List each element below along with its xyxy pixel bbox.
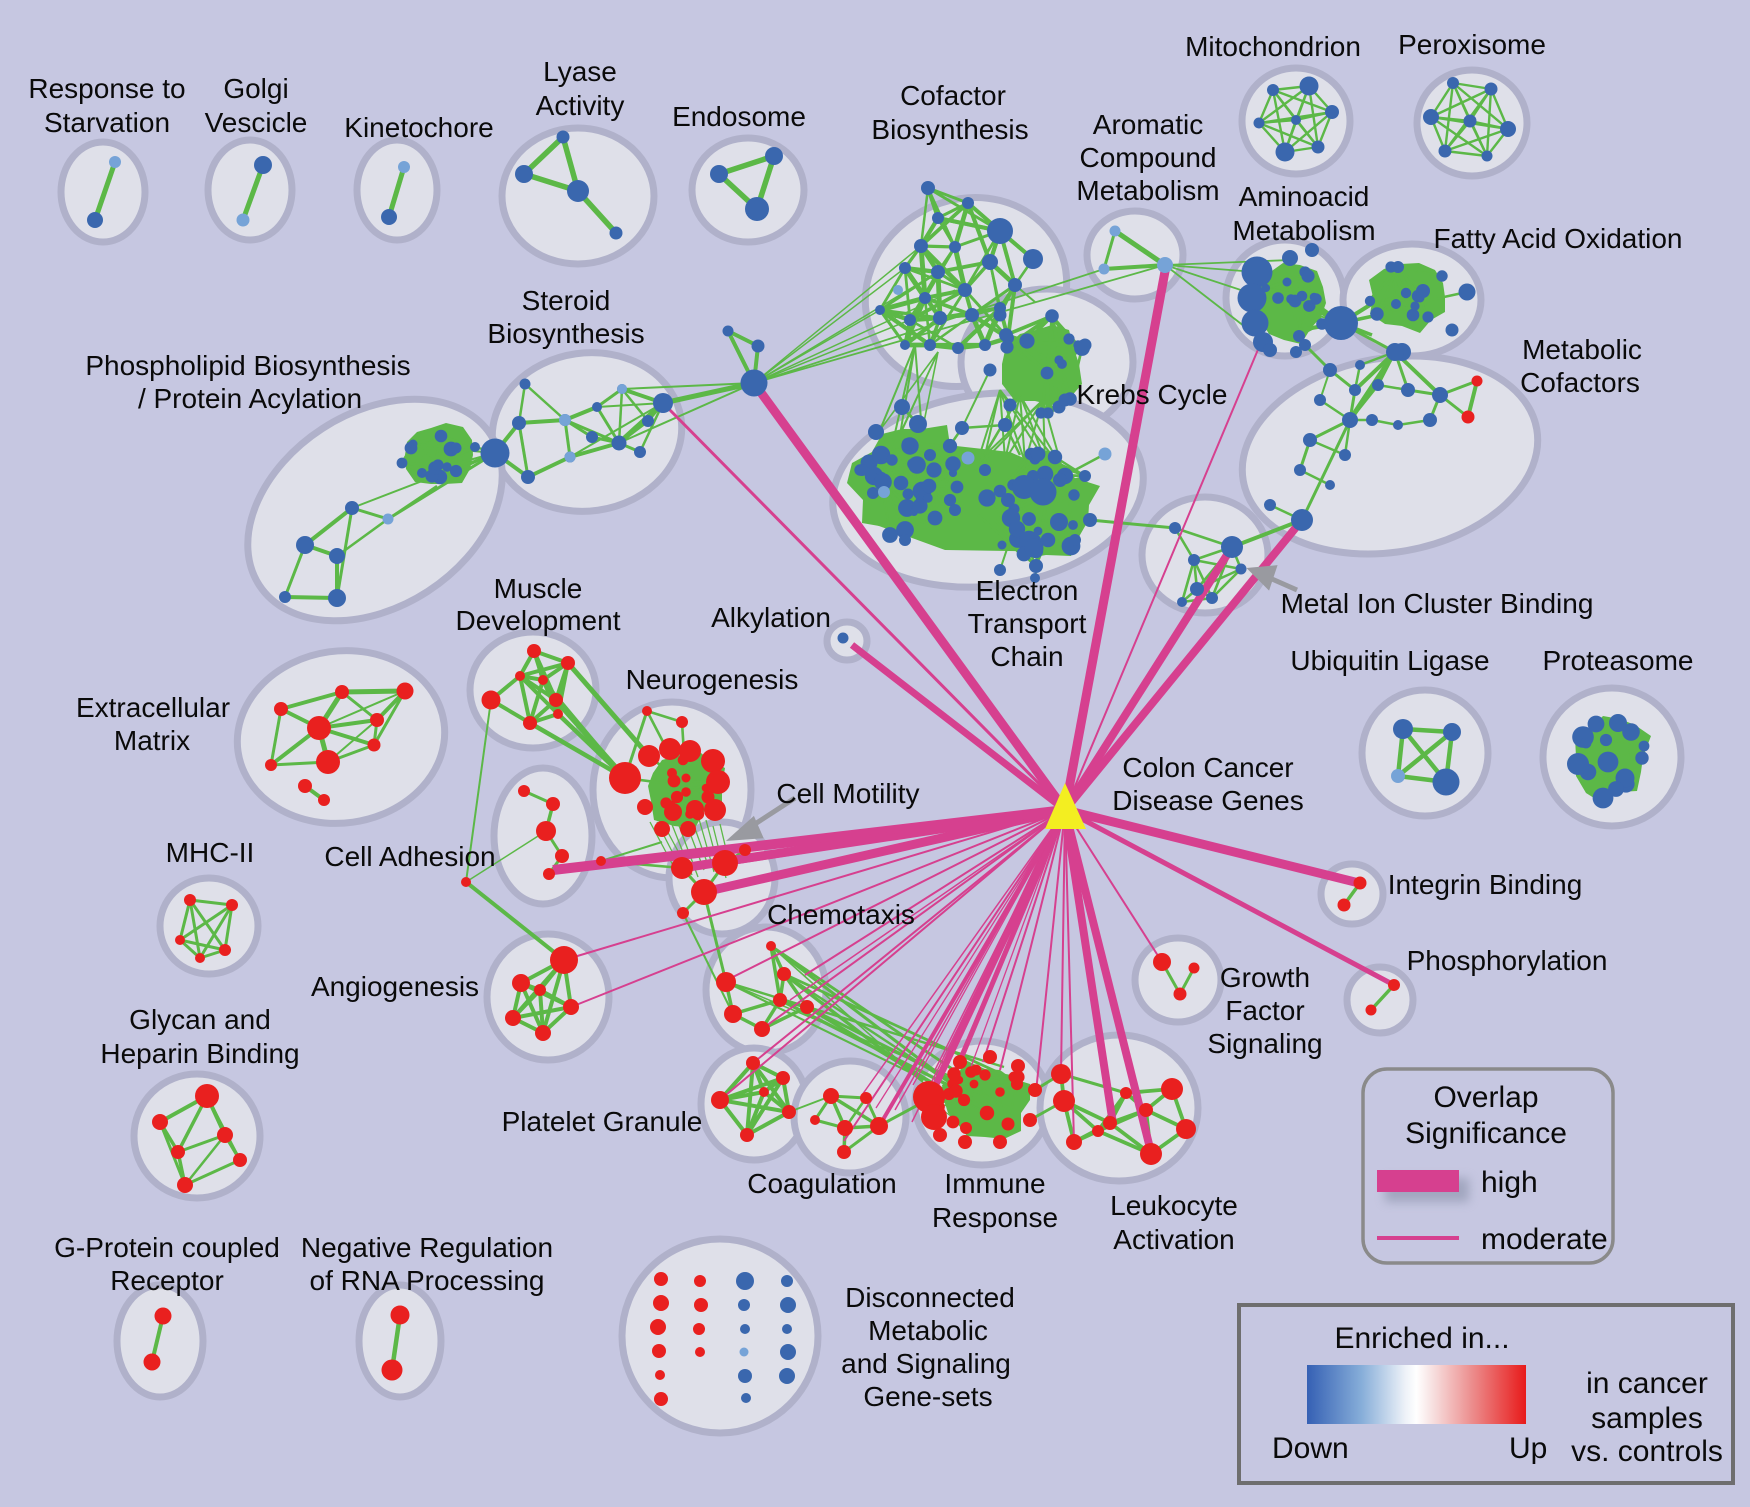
- svg-text:Gene-sets: Gene-sets: [863, 1381, 992, 1412]
- svg-text:Endosome: Endosome: [672, 101, 806, 132]
- svg-text:Compound: Compound: [1080, 142, 1217, 173]
- svg-text:Response to: Response to: [28, 73, 185, 104]
- svg-text:Enriched in...: Enriched in...: [1334, 1322, 1509, 1355]
- svg-text:Overlap: Overlap: [1433, 1081, 1538, 1114]
- svg-text:Starvation: Starvation: [44, 107, 170, 138]
- svg-text:/ Protein Acylation: / Protein Acylation: [138, 383, 362, 414]
- svg-text:moderate: moderate: [1481, 1223, 1608, 1256]
- svg-text:Chemotaxis: Chemotaxis: [767, 899, 915, 930]
- svg-text:Response: Response: [932, 1202, 1058, 1233]
- svg-text:Negative Regulation: Negative Regulation: [301, 1232, 553, 1263]
- svg-text:Down: Down: [1272, 1432, 1349, 1465]
- svg-text:Matrix: Matrix: [114, 725, 190, 756]
- svg-text:Mitochondrion: Mitochondrion: [1185, 31, 1361, 62]
- svg-text:Steroid: Steroid: [522, 285, 611, 316]
- svg-text:Heparin Binding: Heparin Binding: [100, 1038, 299, 1069]
- svg-text:vs. controls: vs. controls: [1571, 1435, 1723, 1468]
- svg-text:Cell Motility: Cell Motility: [776, 778, 919, 809]
- svg-text:Integrin Binding: Integrin Binding: [1388, 869, 1583, 900]
- svg-text:Coagulation: Coagulation: [747, 1168, 896, 1199]
- svg-text:Fatty Acid Oxidation: Fatty Acid Oxidation: [1433, 223, 1682, 254]
- svg-text:Disconnected: Disconnected: [845, 1282, 1015, 1313]
- svg-text:Activation: Activation: [1113, 1224, 1234, 1255]
- svg-text:Immune: Immune: [944, 1168, 1045, 1199]
- svg-text:G-Protein coupled: G-Protein coupled: [54, 1232, 280, 1263]
- svg-text:Krebs Cycle: Krebs Cycle: [1077, 379, 1228, 410]
- svg-text:Development: Development: [456, 605, 621, 636]
- svg-text:Metabolism: Metabolism: [1232, 215, 1375, 246]
- svg-text:Angiogenesis: Angiogenesis: [311, 971, 479, 1002]
- svg-text:Golgi: Golgi: [223, 73, 288, 104]
- svg-text:Peroxisome: Peroxisome: [1398, 29, 1546, 60]
- svg-text:Electron: Electron: [976, 575, 1079, 606]
- svg-text:of RNA Processing: of RNA Processing: [310, 1265, 545, 1296]
- svg-text:Neurogenesis: Neurogenesis: [626, 664, 799, 695]
- svg-text:Biosynthesis: Biosynthesis: [871, 114, 1028, 145]
- svg-text:Up: Up: [1509, 1432, 1547, 1465]
- svg-text:Glycan and: Glycan and: [129, 1004, 271, 1035]
- svg-text:Disease Genes: Disease Genes: [1112, 785, 1303, 816]
- svg-text:Extracellular: Extracellular: [76, 692, 230, 723]
- svg-text:MHC-II: MHC-II: [166, 837, 255, 868]
- svg-text:Cofactor: Cofactor: [900, 80, 1006, 111]
- svg-text:Cell Adhesion: Cell Adhesion: [324, 841, 495, 872]
- svg-text:Muscle: Muscle: [494, 573, 583, 604]
- svg-text:Metabolic: Metabolic: [868, 1315, 988, 1346]
- svg-text:Phospholipid Biosynthesis: Phospholipid Biosynthesis: [85, 350, 410, 381]
- svg-text:Colon Cancer: Colon Cancer: [1122, 752, 1293, 783]
- svg-text:Kinetochore: Kinetochore: [344, 112, 493, 143]
- svg-text:Significance: Significance: [1405, 1117, 1567, 1150]
- svg-text:in cancer: in cancer: [1586, 1367, 1708, 1400]
- svg-text:Transport: Transport: [968, 608, 1087, 639]
- svg-text:and Signaling: and Signaling: [841, 1348, 1011, 1379]
- svg-text:Aminoacid: Aminoacid: [1239, 181, 1370, 212]
- svg-text:Ubiquitin Ligase: Ubiquitin Ligase: [1290, 645, 1489, 676]
- svg-text:Chain: Chain: [990, 641, 1063, 672]
- svg-text:Biosynthesis: Biosynthesis: [487, 318, 644, 349]
- svg-text:Metabolism: Metabolism: [1076, 175, 1219, 206]
- svg-text:Signaling: Signaling: [1207, 1028, 1322, 1059]
- svg-text:Lyase: Lyase: [543, 56, 617, 87]
- svg-text:Phosphorylation: Phosphorylation: [1407, 945, 1608, 976]
- svg-text:Alkylation: Alkylation: [711, 602, 831, 633]
- svg-text:Receptor: Receptor: [110, 1265, 224, 1296]
- svg-text:Cofactors: Cofactors: [1520, 367, 1640, 398]
- svg-text:Leukocyte: Leukocyte: [1110, 1190, 1238, 1221]
- svg-text:Metal Ion Cluster Binding: Metal Ion Cluster Binding: [1281, 588, 1594, 619]
- svg-text:Proteasome: Proteasome: [1543, 645, 1694, 676]
- svg-text:Metabolic: Metabolic: [1522, 334, 1642, 365]
- svg-text:Activity: Activity: [536, 90, 625, 121]
- svg-text:Vescicle: Vescicle: [205, 107, 308, 138]
- svg-text:Aromatic: Aromatic: [1093, 109, 1203, 140]
- svg-text:Growth: Growth: [1220, 962, 1310, 993]
- svg-text:Factor: Factor: [1225, 995, 1304, 1026]
- svg-text:samples: samples: [1591, 1402, 1703, 1435]
- svg-text:Platelet Granule: Platelet Granule: [502, 1106, 703, 1137]
- svg-text:high: high: [1481, 1166, 1538, 1199]
